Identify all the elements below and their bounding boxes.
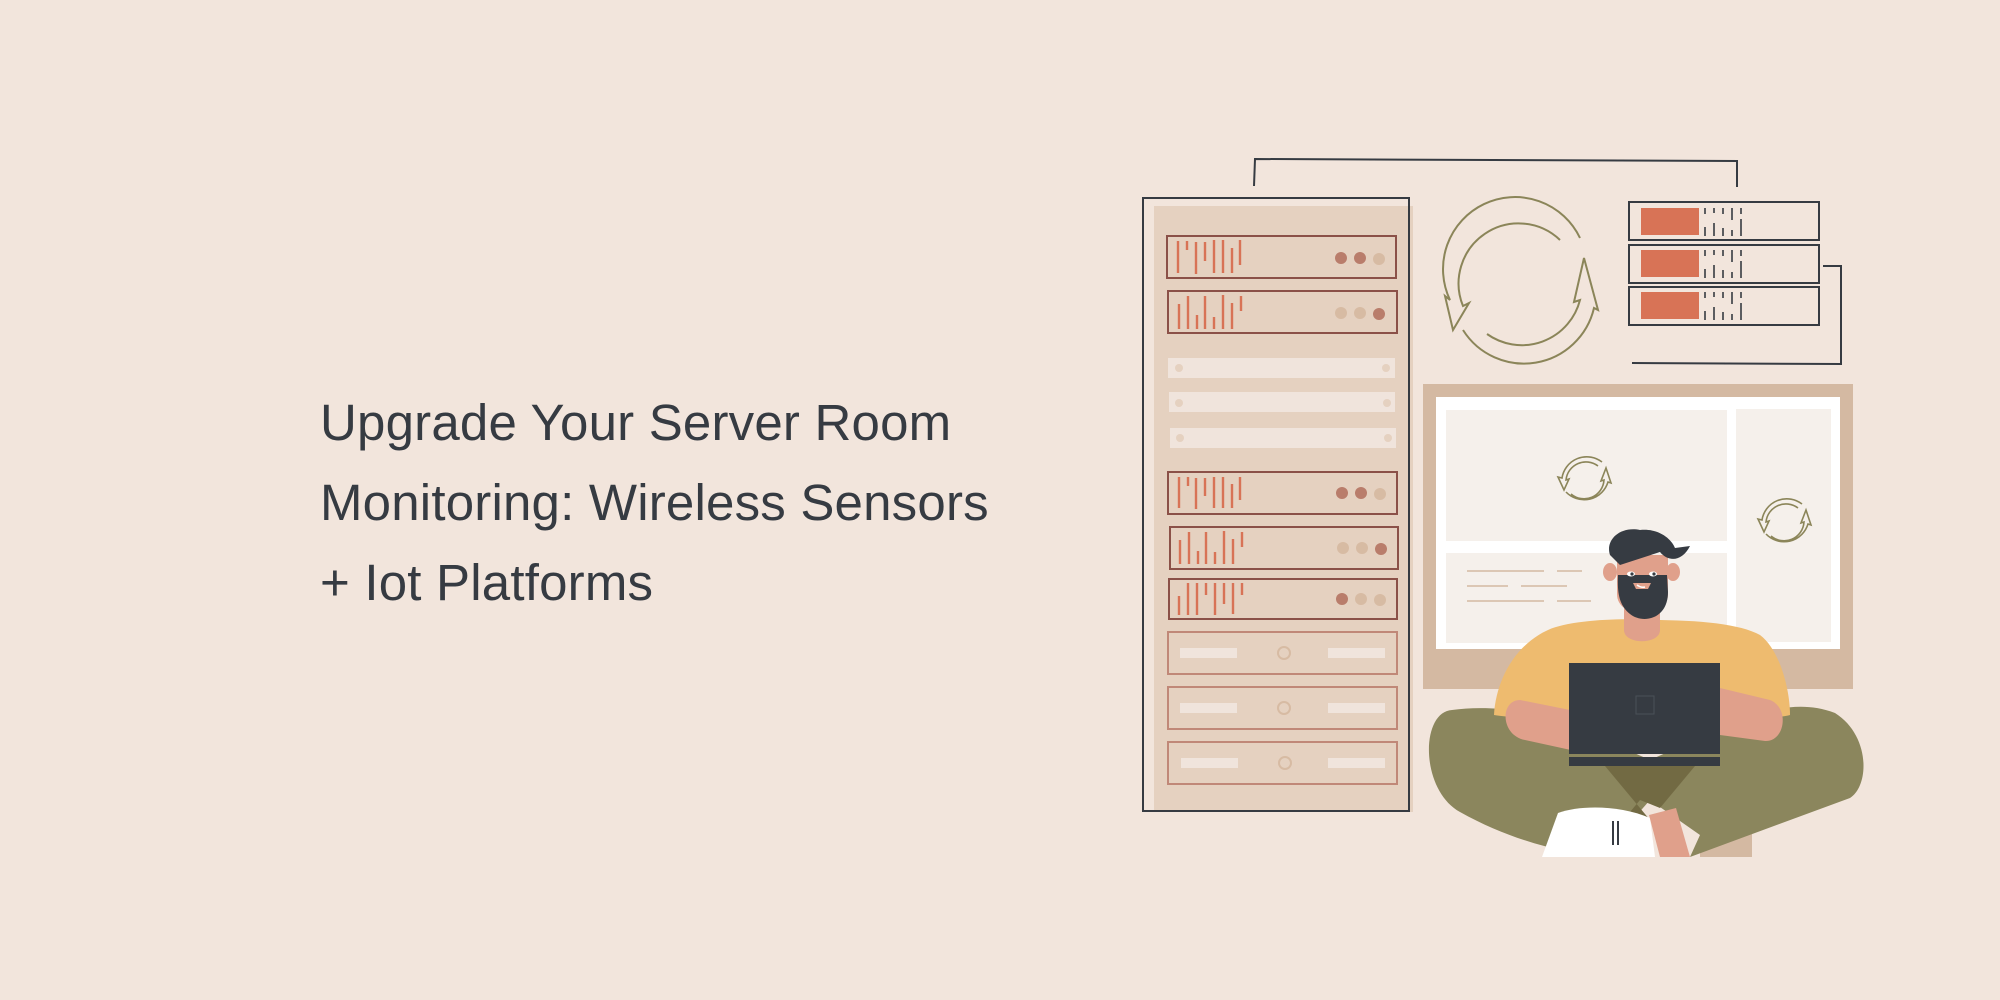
- rack-unit-active: [1167, 290, 1398, 334]
- sync-small-icon: [1556, 455, 1613, 501]
- rack-unit-active: [1169, 526, 1399, 570]
- person-with-laptop: [1428, 529, 1864, 857]
- rack-blank-slots: [1168, 358, 1396, 448]
- rack-unit-active: [1167, 471, 1398, 515]
- headline-line-3: + Iot Platforms: [320, 554, 654, 611]
- sync-arrows-icon: [1442, 196, 1600, 365]
- rack-drive-units: [1167, 631, 1398, 785]
- headline-line-1: Upgrade Your Server Room: [320, 394, 952, 451]
- server-stack-icon: [1628, 201, 1820, 326]
- headline-line-2: Monitoring: Wireless Sensors: [320, 474, 989, 531]
- network-connector-icon: [1253, 157, 1842, 366]
- laptop-icon: [1569, 663, 1720, 766]
- server-rack-icon: [1142, 197, 1413, 812]
- rack-unit-active: [1168, 578, 1398, 620]
- rack-unit-active: [1166, 235, 1397, 279]
- sync-small-icon: [1756, 497, 1813, 543]
- page-headline: Upgrade Your Server Room Monitoring: Wir…: [320, 383, 1080, 623]
